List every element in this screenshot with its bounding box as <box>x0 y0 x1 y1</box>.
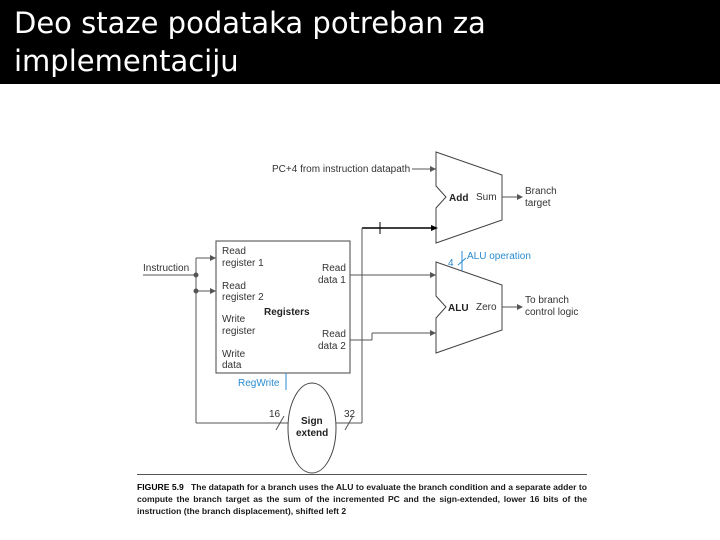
bits16-label: 16 <box>269 409 281 420</box>
write-reg-label-1: Write <box>222 314 246 325</box>
read-reg2-label-2: register 2 <box>222 292 264 303</box>
branch-target-label-1: Branch <box>525 186 557 197</box>
read-reg1-label-1: Read <box>222 246 246 257</box>
sign-extend-label-2: extend <box>296 428 328 439</box>
to-branch-label-2: control logic <box>525 307 578 318</box>
read-data2-label-2: data 2 <box>318 341 346 352</box>
sum-label: Sum <box>476 192 497 203</box>
read-data2-label-1: Read <box>322 329 346 340</box>
figure-caption: FIGURE 5.9 The datapath for a branch use… <box>137 481 587 518</box>
to-branch-label-1: To branch <box>525 295 569 306</box>
registers-label: Registers <box>264 307 310 318</box>
add-label: Add <box>449 193 468 204</box>
alu-op-bits: 4 <box>448 258 454 269</box>
sum-arrowhead <box>517 194 523 200</box>
adder-shape <box>435 151 503 244</box>
instruction-label: Instruction <box>143 263 189 274</box>
caption-divider <box>137 474 587 475</box>
zero-arrowhead <box>517 304 523 310</box>
zero-label: Zero <box>476 302 497 313</box>
bits32-label: 32 <box>344 409 356 420</box>
branch-target-label-2: target <box>525 198 551 209</box>
pc4-label: PC+4 from instruction datapath <box>272 164 410 175</box>
shift-arrowhead <box>431 225 438 231</box>
regwrite-label: RegWrite <box>238 378 280 389</box>
figure-caption-text: The datapath for a branch uses the ALU t… <box>137 482 588 517</box>
read-data1-arrowhead <box>430 272 436 278</box>
read-data1-label-2: data 1 <box>318 275 346 286</box>
rr2-arrowhead <box>210 288 216 294</box>
sign-extend-ellipse <box>287 382 337 474</box>
write-data-label-2: data <box>222 360 242 371</box>
write-data-label-1: Write <box>222 349 246 360</box>
sign-extend-label-1: Sign <box>301 416 323 427</box>
pc4-arrowhead <box>430 166 436 172</box>
slide-title-line2: grananja <box>14 82 143 116</box>
alu-op-label: ALU operation <box>467 251 531 262</box>
alu-shape <box>435 261 503 354</box>
title-bar: Deo staze podataka potreban za implement… <box>0 0 720 116</box>
figure-number: FIGURE 5.9 <box>137 482 184 492</box>
read-reg2-label-1: Read <box>222 281 246 292</box>
branch-datapath-diagram: PC+4 from instruction datapath Add Sum B… <box>143 151 578 474</box>
bits32-tick <box>344 415 354 431</box>
bits16-tick <box>275 415 285 431</box>
slide-title-line1: Deo staze podataka potreban za implement… <box>14 6 486 78</box>
read-data2-arrowhead <box>430 330 436 336</box>
slide-title: Deo staze podataka potreban za implement… <box>14 4 714 118</box>
alu-label: ALU <box>448 303 469 314</box>
rr1-arrowhead <box>210 255 216 261</box>
read-data1-label-1: Read <box>322 263 346 274</box>
write-reg-label-2: register <box>222 326 256 337</box>
read-reg1-label-2: register 1 <box>222 258 264 269</box>
registers-box <box>215 240 351 374</box>
alu-op-tick <box>457 257 467 266</box>
